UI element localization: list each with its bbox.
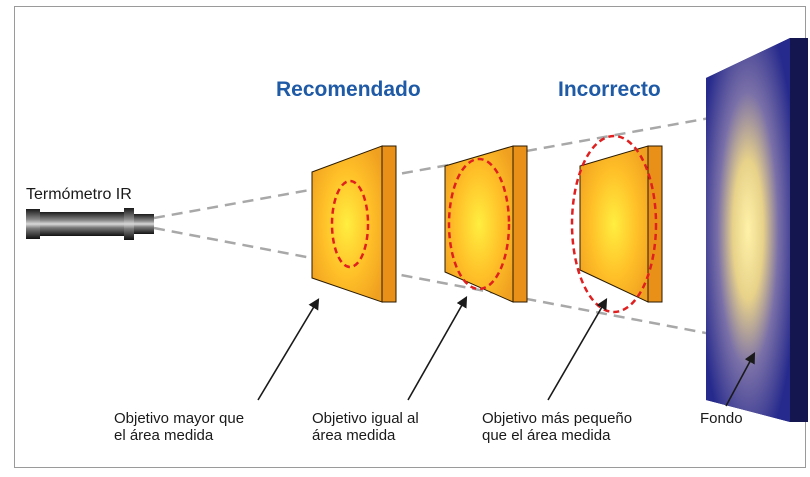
target-equal-label: Objetivo igual al área medida: [312, 410, 419, 444]
background-label: Fondo: [700, 410, 743, 427]
pointer-arrow: [257, 298, 320, 401]
pointer-arrow: [725, 352, 756, 407]
sight-line-top: [153, 112, 733, 220]
background-plate: [706, 38, 808, 422]
measurement-spot: [330, 179, 370, 269]
target-equal: [444, 145, 528, 303]
pointer-arrow: [407, 296, 468, 401]
measurement-spot: [570, 134, 658, 314]
sight-line-bottom: [153, 226, 733, 340]
thermometer-label: Termómetro IR: [26, 186, 132, 203]
pointer-arrow: [547, 298, 608, 401]
heading-incorrect: Incorrecto: [558, 78, 661, 101]
target-large: [311, 145, 397, 303]
target-small-label: Objetivo más pequeño que el área medida: [482, 410, 633, 444]
ir-thermometer-icon: [26, 208, 154, 240]
heading-recommended: Recomendado: [276, 78, 421, 101]
measurement-spot: [447, 157, 511, 291]
target-small: [570, 134, 663, 314]
target-large-label: Objetivo mayor que el área medida: [114, 410, 245, 444]
